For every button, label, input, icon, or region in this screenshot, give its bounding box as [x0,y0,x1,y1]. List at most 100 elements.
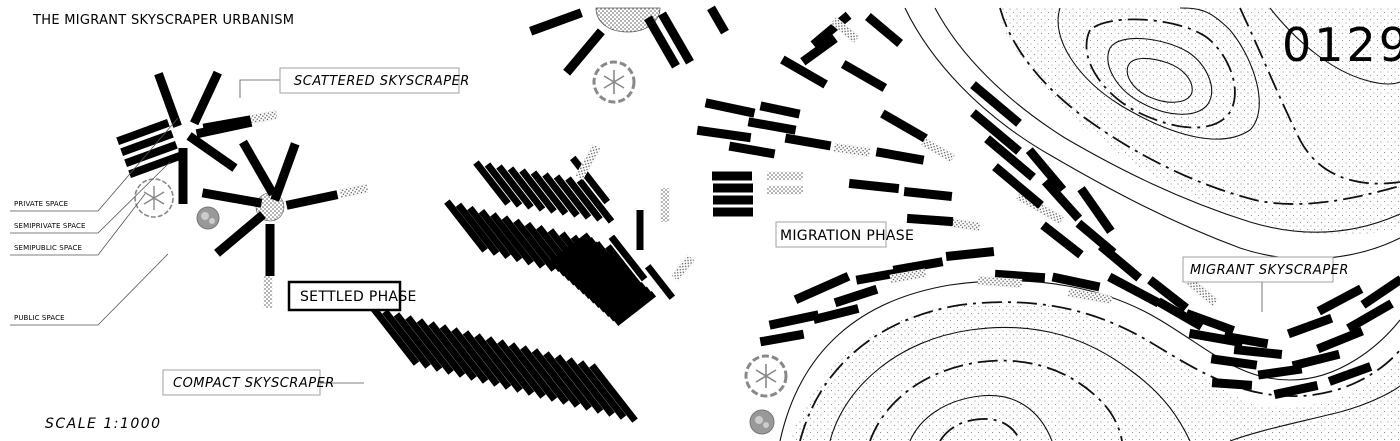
skyscraper-block [1040,221,1084,259]
tree-icon [134,178,174,218]
migration-trail [830,16,860,44]
skyscraper-block [583,263,627,300]
leader-line [10,117,179,212]
tree-icon [592,60,636,104]
skyscraper-block [636,210,644,250]
skyscraper-block [508,342,558,402]
skyscraper-block [1188,328,1244,348]
skyscraper-block [513,218,557,272]
skyscraper-block [833,284,879,308]
migration-trail [833,143,871,157]
skyscraper-block [848,178,900,194]
skyscraper-block [992,163,1044,209]
settled-phase-label: SETTLED PHASE [300,289,417,305]
skyscraper-block [768,310,820,330]
skyscraper-block [116,119,170,145]
contour-line [1107,37,1213,115]
skyscraper-block [490,212,534,266]
skyscraper-block [780,55,828,89]
leader-line [10,193,146,256]
skyscraper-block [1233,345,1283,359]
skyscraper-block [202,115,252,133]
skyscraper-block [531,348,581,408]
skyscraper-block [370,306,420,366]
legend-public-space: PUBLIC SPACE [14,314,65,322]
skyscraper-block [747,117,797,135]
skyscraper-block [1184,309,1236,335]
skyscraper-block [865,13,903,47]
migration-trail [1067,287,1113,305]
skyscraper-block [467,205,511,259]
skyscraper-block [903,187,953,201]
skyscraper-block [124,141,178,167]
skyscraper-block [265,224,275,276]
skyscraper-block [558,241,602,277]
scattered-skyscraper-label: SCATTERED SKYSCRAPER [294,74,470,89]
skyscraper-block [970,81,1022,127]
skyscraper-block [1041,178,1083,222]
skyscraper-block [892,257,944,275]
skyscraper-block [1286,313,1334,339]
contour-line [1057,7,1260,140]
shrub-icon [196,206,220,230]
skyscraper-block [1346,299,1394,333]
skyscraper-block [945,247,995,261]
skyscraper-block [439,324,489,384]
sheet-number: 0129 [1282,18,1400,72]
skyscraper-block [186,132,238,172]
skyscraper-block [484,162,523,208]
skyscraper-block [462,330,512,390]
plaza-circle [595,7,661,33]
contour-line [1269,7,1400,85]
leader-line [239,79,280,98]
skyscraper-block [565,176,603,222]
skyscraper-block [120,130,174,156]
skyscraper-block [563,245,607,282]
terrain-contours [779,7,1400,441]
compact-skyscraper-callout: COMPACT SKYSCRAPER [162,369,364,396]
label-box [279,67,460,94]
upper-hill-dotted-area [1000,8,1400,236]
skyscraper-block [840,60,888,92]
skyscraper-block [875,147,925,165]
legend-semiprivate-space: SEMIPRIVATE SPACE [14,222,86,230]
skyscraper-block [1291,349,1341,371]
compact-skyscraper-label: COMPACT SKYSCRAPER [173,376,335,391]
skyscraper-block [759,329,805,347]
scattered-skyscraper-cluster [116,70,369,308]
compact-skyscraper-cluster [370,144,695,423]
scale-label: SCALE 1:1000 [45,416,162,432]
skyscraper-block [728,141,776,159]
skyscraper-block [520,345,569,405]
skyscraper-block [416,318,466,378]
phase-box [287,280,402,312]
skyscraper-block [190,70,222,126]
skyscraper-block [1316,284,1364,316]
space-legend: PRIVATE SPACE SEMIPRIVATE SPACE SEMIPUBL… [10,117,179,326]
skyscraper-block [644,15,680,69]
migrant-skyscraper-flow [696,11,1400,399]
skyscraper-block [239,139,277,197]
skyscraper-block [603,281,647,318]
skyscraper-block [576,178,615,224]
skyscraper-block [566,357,615,417]
leader-line [10,253,169,326]
skyscraper-block [1360,275,1400,309]
top-center-cluster [529,5,729,104]
skyscraper-block [554,354,604,414]
skyscraper-block [1211,378,1253,390]
skyscraper-block [800,34,838,66]
skyscraper-block [608,286,652,322]
lower-hill-dotted-area [790,301,1400,441]
migration-trail [671,255,695,281]
migrant-skyscraper-label: MIGRANT SKYSCRAPER [1190,263,1349,278]
contour-line [999,7,1400,205]
skyscraper-block [451,327,500,387]
contour-line [1126,57,1193,103]
tree-icon [744,354,788,398]
scattered-skyscraper-callout: SCATTERED SKYSCRAPER [239,67,470,98]
skyscraper-block [568,250,612,286]
skyscraper-block [178,148,188,204]
skyscraper-block [501,215,546,269]
